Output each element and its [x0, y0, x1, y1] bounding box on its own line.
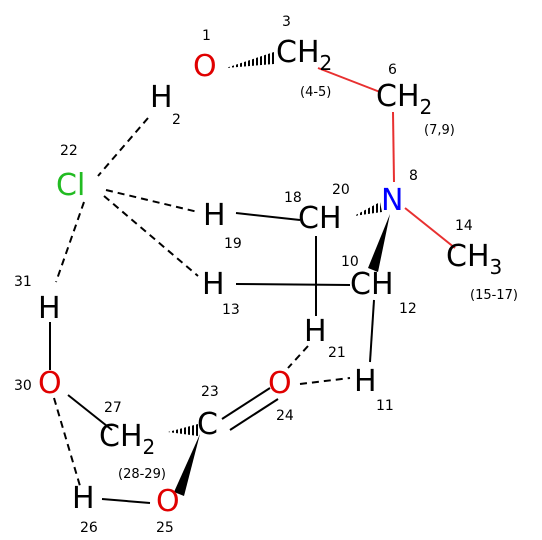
label-26: 26 — [80, 520, 98, 536]
label-31: 31 — [14, 274, 32, 290]
bond-c10-h11 — [369, 299, 375, 363]
label-11: 11 — [376, 398, 394, 414]
covalent-bonds — [67, 67, 456, 504]
atom-h31: H — [38, 291, 61, 326]
atom-c23: C — [197, 407, 218, 442]
atom-c10: CH — [350, 267, 394, 302]
atoms: O H CH2 CH2 N CH H Cl CH3 CH H H H O H O… — [38, 35, 502, 519]
label-28-29: (28-29) — [118, 467, 166, 482]
label-20: 20 — [332, 182, 350, 198]
bond-c3-c6 — [317, 67, 381, 93]
bond-c6-n8 — [392, 111, 395, 183]
atom-o24: O — [268, 366, 292, 401]
atom-c3: CH2 — [276, 35, 332, 75]
hash-bond-c27-c23 — [168, 424, 198, 436]
bond-h19-c18 — [235, 212, 301, 221]
atom-c18: CH — [298, 201, 342, 236]
label-14: 14 — [455, 218, 473, 234]
hbond-o30-h26 — [53, 397, 81, 487]
atom-n8: N — [381, 183, 403, 218]
label-19: 19 — [224, 236, 242, 252]
stereo-bonds — [168, 52, 390, 496]
bond-c23-o24-a — [221, 387, 271, 420]
hash-bond-o1-c3 — [226, 52, 274, 68]
label-12: 12 — [399, 301, 417, 317]
atom-o1: O — [193, 49, 217, 84]
hbond-h21-o24 — [287, 345, 309, 369]
atom-c6: CH2 — [376, 79, 432, 119]
atom-h11: H — [354, 364, 377, 399]
bond-h13-c10 — [235, 283, 351, 286]
label-8: 8 — [409, 168, 418, 184]
label-24: 24 — [276, 408, 294, 424]
label-1: 1 — [202, 28, 211, 44]
label-22: 22 — [60, 143, 78, 159]
atom-h21: H — [304, 314, 327, 349]
bond-o25-h26 — [101, 498, 151, 504]
atom-c6-main: CH — [376, 79, 420, 114]
atom-cl22: Cl — [56, 168, 85, 203]
atom-c3-main: CH — [276, 35, 320, 70]
atom-c27-subscript: 2 — [143, 435, 156, 459]
atom-o30: O — [38, 366, 62, 401]
label-4-5: (4-5) — [300, 85, 331, 100]
label-13: 13 — [222, 302, 240, 318]
atom-c14: CH3 — [446, 239, 502, 279]
label-30: 30 — [14, 378, 32, 394]
label-25: 25 — [156, 520, 174, 536]
atom-numbers: 1 2 3 (4-5) 6 (7,9) 8 10 11 12 13 14 (15… — [14, 14, 518, 536]
atom-c14-subscript: 3 — [490, 255, 503, 279]
label-2: 2 — [172, 112, 181, 128]
label-18: 18 — [284, 190, 302, 206]
label-6: 6 — [388, 62, 397, 78]
atom-h26: H — [72, 481, 95, 516]
hbond-cl22-h13 — [103, 195, 199, 277]
hash-bond-c18-n8 — [354, 202, 382, 216]
label-15-17: (15-17) — [470, 288, 518, 303]
atom-h13: H — [202, 267, 225, 302]
hydrogen-bonds — [49, 117, 351, 487]
atom-o25: O — [156, 484, 180, 519]
label-23: 23 — [201, 384, 219, 400]
label-7-9: (7,9) — [424, 123, 455, 138]
hbond-cl22-h19 — [105, 189, 199, 213]
atom-c14-main: CH — [446, 239, 490, 274]
bond-c27-c23 — [67, 394, 113, 431]
atom-c27-main: CH — [99, 419, 143, 454]
atom-h19: H — [203, 198, 226, 233]
atom-c6-subscript: 2 — [420, 95, 433, 119]
atom-c3-subscript: 2 — [320, 51, 333, 75]
hbond-h2-cl22 — [97, 117, 149, 177]
bond-c23-o24-b — [229, 398, 279, 431]
hbond-o24-h11 — [299, 377, 351, 385]
label-10: 10 — [341, 254, 359, 270]
wedge-bond-n8-c10 — [368, 214, 390, 272]
label-3: 3 — [282, 14, 291, 30]
bond-n8-c14 — [404, 207, 456, 249]
wedge-bond-c23-o25 — [174, 434, 200, 496]
label-21: 21 — [328, 345, 346, 361]
atom-h2: H — [150, 80, 173, 115]
hbond-cl22-h31 — [55, 201, 85, 283]
label-27: 27 — [104, 400, 122, 416]
atom-c27: CH2 — [99, 419, 155, 459]
